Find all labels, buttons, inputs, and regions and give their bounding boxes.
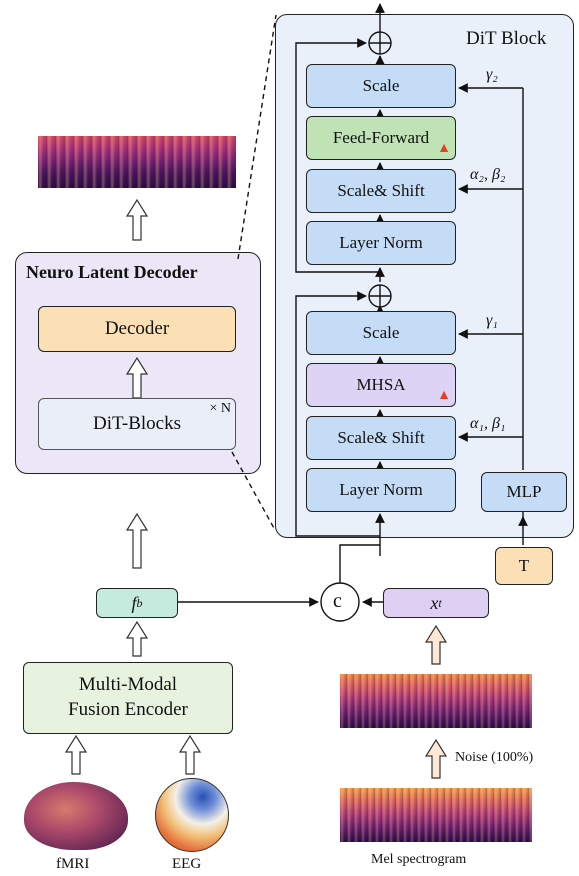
- eeg-topomap-image: [155, 778, 229, 852]
- multi-modal-fusion-encoder: Multi-Modal Fusion Encoder: [23, 662, 233, 734]
- fb-label: f: [131, 592, 137, 613]
- noise-label: Noise (100%): [455, 750, 534, 765]
- noisy-spectrogram-image: [340, 674, 532, 728]
- alpha1-beta1-label: α₁, β₁: [470, 415, 506, 432]
- neuro-latent-decoder-title: Neuro Latent Decoder: [26, 262, 198, 282]
- alpha2-beta2-label: α₂, β₂: [470, 166, 506, 183]
- mlp-block: MLP: [481, 472, 567, 512]
- flame-icon: ▲: [437, 141, 451, 156]
- dit-block-title: DiT Block: [466, 28, 547, 49]
- scale-block-bottom: Scale: [306, 311, 456, 355]
- scale-block-top: Scale: [306, 64, 456, 108]
- feed-forward-block: Feed-Forward ▲: [306, 116, 456, 160]
- eeg-label: EEG: [172, 856, 202, 872]
- times-n-label: × N: [209, 401, 231, 416]
- mhsa-label: MHSA: [356, 375, 406, 394]
- gamma2-label: γ₂: [486, 66, 498, 83]
- fmri-brain-image: [24, 782, 128, 850]
- decoder-block: Decoder: [38, 306, 236, 352]
- gamma1-label: γ₁: [486, 312, 498, 329]
- scale-shift-block-top: Scale& Shift: [306, 169, 456, 213]
- fmri-label: fMRI: [56, 856, 90, 872]
- feed-forward-label: Feed-Forward: [332, 128, 430, 147]
- mel-spectrogram-label: Mel spectrogram: [371, 852, 467, 867]
- concat-label: c: [333, 590, 342, 612]
- xt-subscript: t: [438, 595, 442, 610]
- scale-shift-block-bottom: Scale& Shift: [306, 416, 456, 460]
- flame-icon: ▲: [437, 388, 451, 403]
- layer-norm-block-top: Layer Norm: [306, 221, 456, 265]
- layer-norm-block-bottom: Layer Norm: [306, 468, 456, 512]
- output-spectrogram-image: [38, 136, 236, 188]
- dit-blocks-box: DiT-Blocks × N: [38, 398, 236, 450]
- xt-label: x: [430, 592, 439, 613]
- t-input-box: T: [495, 547, 553, 585]
- encoder-line-1: Multi-Modal: [78, 674, 178, 696]
- encoder-line-2: Fusion Encoder: [68, 699, 188, 720]
- mel-spectrogram-image: [340, 788, 532, 842]
- dit-blocks-label: DiT-Blocks: [93, 413, 181, 434]
- mhsa-block: MHSA ▲: [306, 363, 456, 407]
- fb-subscript: b: [136, 595, 143, 610]
